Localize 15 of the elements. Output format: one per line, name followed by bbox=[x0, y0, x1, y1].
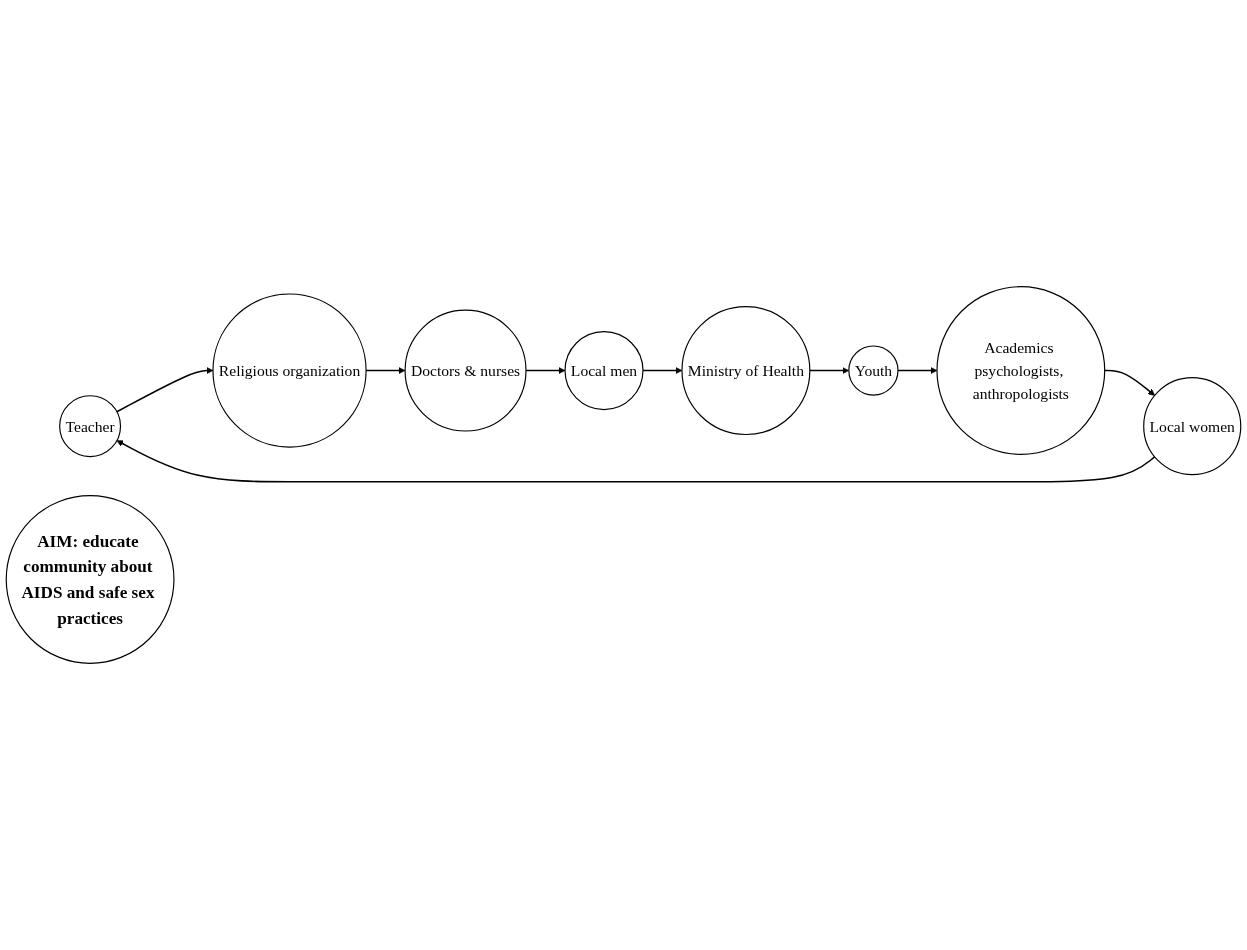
node-circle: Doctors & nurses bbox=[404, 309, 527, 432]
node-circle: Local men bbox=[564, 331, 644, 411]
arrow bbox=[116, 367, 214, 413]
node-circle: AIM: educate community about AIDS and safe sex practices bbox=[5, 495, 175, 664]
node-circle: Academics psychologists, anthropologists bbox=[936, 286, 1106, 455]
node-circle: Ministry of Health bbox=[681, 306, 811, 436]
arrow bbox=[642, 367, 683, 374]
node-circle: Local women bbox=[1143, 377, 1242, 476]
arrow bbox=[525, 367, 566, 374]
arrow bbox=[897, 367, 938, 374]
node-circle: Teacher bbox=[59, 395, 122, 458]
arrow bbox=[809, 367, 850, 374]
node-circle: Religious organization bbox=[212, 293, 367, 448]
arrow bbox=[116, 440, 1156, 483]
node-circle: Youth bbox=[848, 345, 899, 396]
